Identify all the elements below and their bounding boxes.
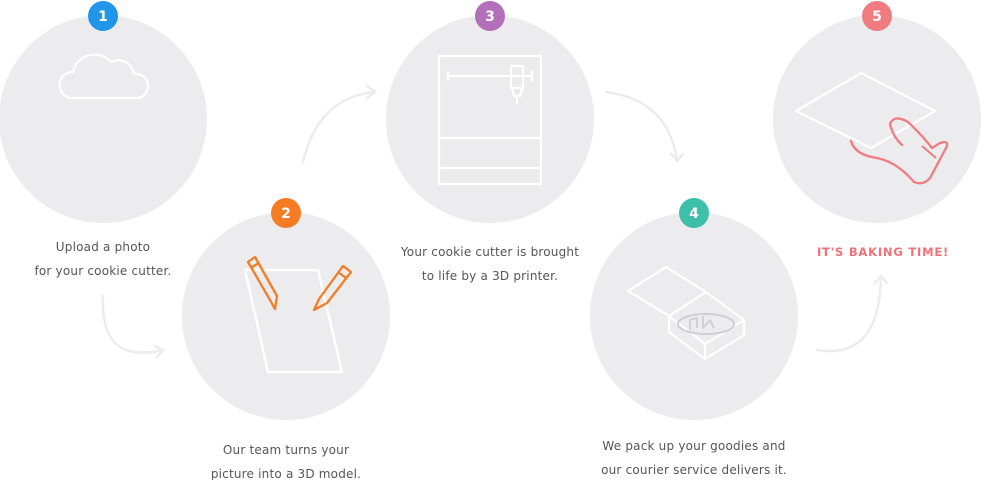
step-4-number: 4 [689, 206, 699, 222]
step-3-caption: Your cookie cutter is brought to life by… [370, 240, 610, 288]
step-5-caption-line-1: IT'S BAKING TIME! [816, 245, 950, 259]
delivery-box-icon [626, 265, 746, 361]
step-5-number: 5 [872, 9, 882, 25]
step-5-caption: IT'S BAKING TIME! [793, 240, 973, 264]
step-2-caption-line-2: picture into a 3D model. [210, 467, 362, 480]
step-2-badge [271, 198, 301, 228]
step-3-caption-line-1: Your cookie cutter is brought [400, 245, 580, 259]
step-4-caption-line-1: We pack up your goodies and [602, 439, 786, 453]
step-1-badge [88, 1, 118, 31]
step-4-circle [590, 212, 798, 420]
step-5-badge [862, 1, 892, 31]
step-4-caption: We pack up your goodies and our courier … [568, 434, 820, 480]
step-3-caption-line-2: to life by a 3D printer. [421, 269, 559, 283]
step-3-badge [475, 1, 505, 31]
step-2-caption-line-1: Our team turns your [222, 443, 350, 457]
step-3-circle [386, 15, 594, 223]
step-1-caption-line-2: for your cookie cutter. [34, 264, 172, 278]
arrow-3-to-4 [604, 90, 685, 163]
step-3-number: 3 [485, 9, 495, 25]
arrow-2-to-3 [301, 84, 378, 164]
step-2-circle [182, 212, 390, 420]
step-5-circle [773, 15, 981, 223]
3d-printer-icon [437, 54, 543, 186]
step-2-caption: Our team turns your picture into a 3D mo… [176, 438, 396, 480]
step-4-badge [679, 198, 709, 228]
step-1-caption: Upload a photo for your cookie cutter. [3, 235, 203, 283]
step-4-caption-line-2: our courier service delivers it. [601, 463, 787, 477]
step-1-caption-line-1: Upload a photo [55, 240, 151, 254]
step-1-number: 1 [98, 9, 108, 25]
arrow-4-to-5 [815, 274, 889, 353]
baking-tray-mitt-icon [794, 71, 949, 185]
step-1-circle [0, 15, 207, 223]
arrow-1-to-2 [101, 294, 165, 359]
cloud-upload-icon [58, 53, 150, 100]
drawing-pencils-icon [243, 255, 353, 374]
step-2-number: 2 [281, 206, 291, 222]
